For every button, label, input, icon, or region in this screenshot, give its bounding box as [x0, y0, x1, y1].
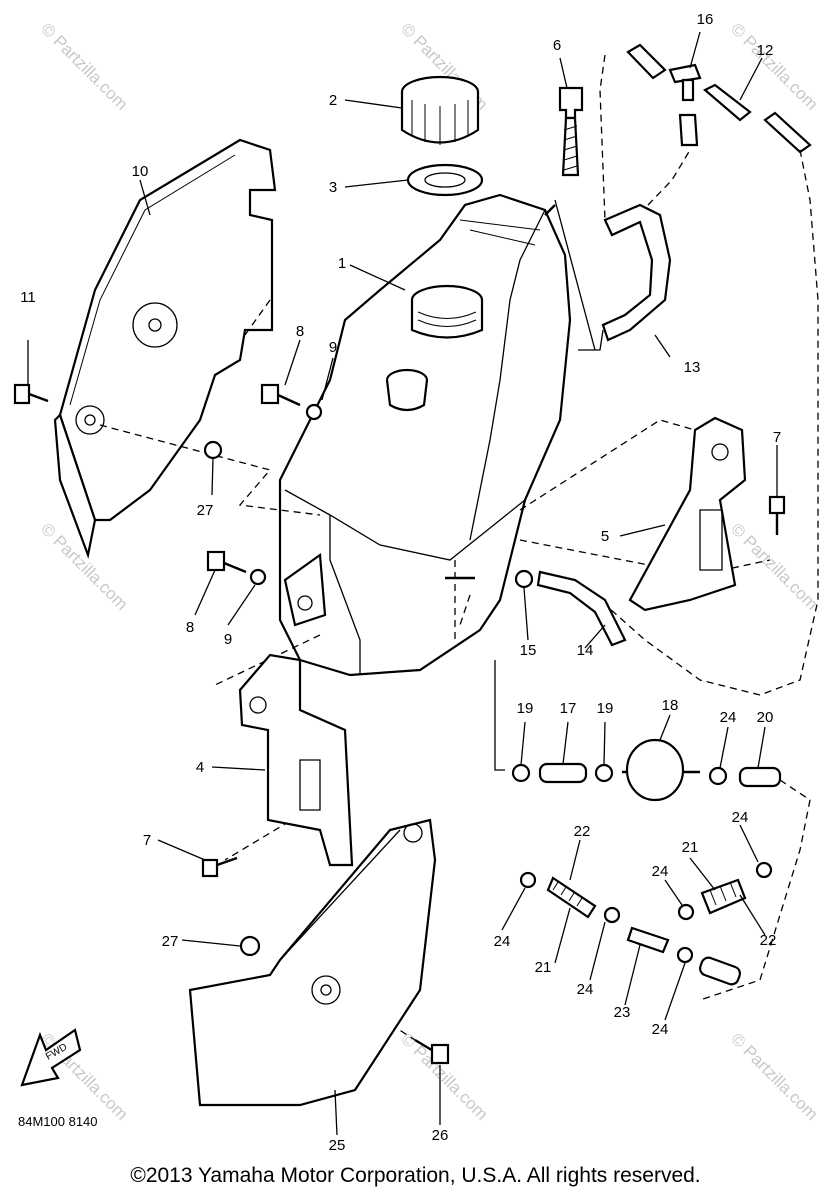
part-label: 18: [662, 697, 679, 714]
part-label: 16: [697, 11, 714, 28]
part-label: 8: [186, 619, 194, 636]
watermark: © Partzilla.com: [727, 19, 821, 113]
cap-gasket: [406, 163, 484, 197]
part-label: 27: [197, 502, 214, 519]
part-label: 22: [760, 932, 777, 949]
part-label: 7: [773, 429, 781, 446]
grommet-27-lower: [239, 935, 261, 957]
copyright-notice: ©2013 Yamaha Motor Corporation, U.S.A. A…: [130, 1164, 701, 1187]
part-label: 24: [577, 981, 594, 998]
hose-14: [514, 569, 627, 647]
watermark: © Partzilla.com: [37, 19, 131, 113]
bolt-8-lower: [206, 550, 267, 586]
part-label: 23: [614, 1004, 631, 1021]
watermark: © Partzilla.com: [397, 1029, 491, 1123]
fuel-filter-line: [511, 738, 782, 802]
part-label: 22: [574, 823, 591, 840]
part-label: 1: [338, 255, 346, 272]
bracket-left: [238, 653, 354, 867]
part-label: 9: [329, 339, 337, 356]
part-label: 2: [329, 92, 337, 109]
part-label: 17: [560, 700, 577, 717]
side-cover-lower: [188, 818, 437, 1107]
side-cover-left: [53, 138, 277, 560]
part-label: 3: [329, 179, 337, 196]
part-label: 19: [597, 700, 614, 717]
part-label: 27: [162, 933, 179, 950]
bolt-26: [414, 1038, 450, 1065]
watermark: © Partzilla.com: [727, 519, 821, 613]
bracket-right: [628, 416, 747, 612]
part-labels: 2 3 1 6 16 12 10 11 8 9 13 7 27 5 8 9 15…: [20, 11, 781, 1154]
part-label: 6: [553, 37, 561, 54]
part-label: 25: [329, 1137, 346, 1154]
bolt-11: [13, 340, 49, 405]
part-label: 21: [535, 959, 552, 976]
bolt-7-left: [201, 856, 238, 878]
part-label: 13: [684, 359, 701, 376]
part-label: 24: [732, 809, 749, 826]
part-label: 24: [652, 863, 669, 880]
part-label: 19: [517, 700, 534, 717]
oil-tank: [278, 193, 572, 677]
part-label: 24: [720, 709, 737, 726]
part-label: 5: [601, 528, 609, 545]
bolt-8-upper: [260, 383, 323, 421]
part-label: 15: [520, 642, 537, 659]
part-label: 4: [196, 759, 204, 776]
part-label: 24: [494, 933, 511, 950]
part-label: 9: [224, 631, 232, 648]
fuel-hose-joints: [519, 861, 773, 986]
part-label: 7: [143, 832, 151, 849]
filler-cap: [400, 75, 480, 145]
bolt-7-right: [768, 495, 786, 535]
part-label: 20: [757, 709, 774, 726]
vent-hose-assembly: [601, 43, 812, 342]
part-label: 26: [432, 1127, 449, 1144]
part-label: 24: [652, 1021, 669, 1038]
part-label: 8: [296, 323, 304, 340]
part-label: 11: [20, 289, 36, 306]
part-label: 12: [757, 42, 774, 59]
leader-lines: [139, 31, 778, 1136]
diagram-code: 84M100 8140: [18, 1114, 98, 1129]
part-label: 14: [577, 642, 594, 659]
watermark: © Partzilla.com: [727, 1029, 821, 1123]
part-label: 10: [132, 163, 149, 180]
part-label: 21: [682, 839, 699, 856]
grommet-27-upper: [203, 440, 223, 460]
fwd-arrow-icon: FWD: [20, 1028, 82, 1087]
level-gauge: [558, 86, 584, 177]
